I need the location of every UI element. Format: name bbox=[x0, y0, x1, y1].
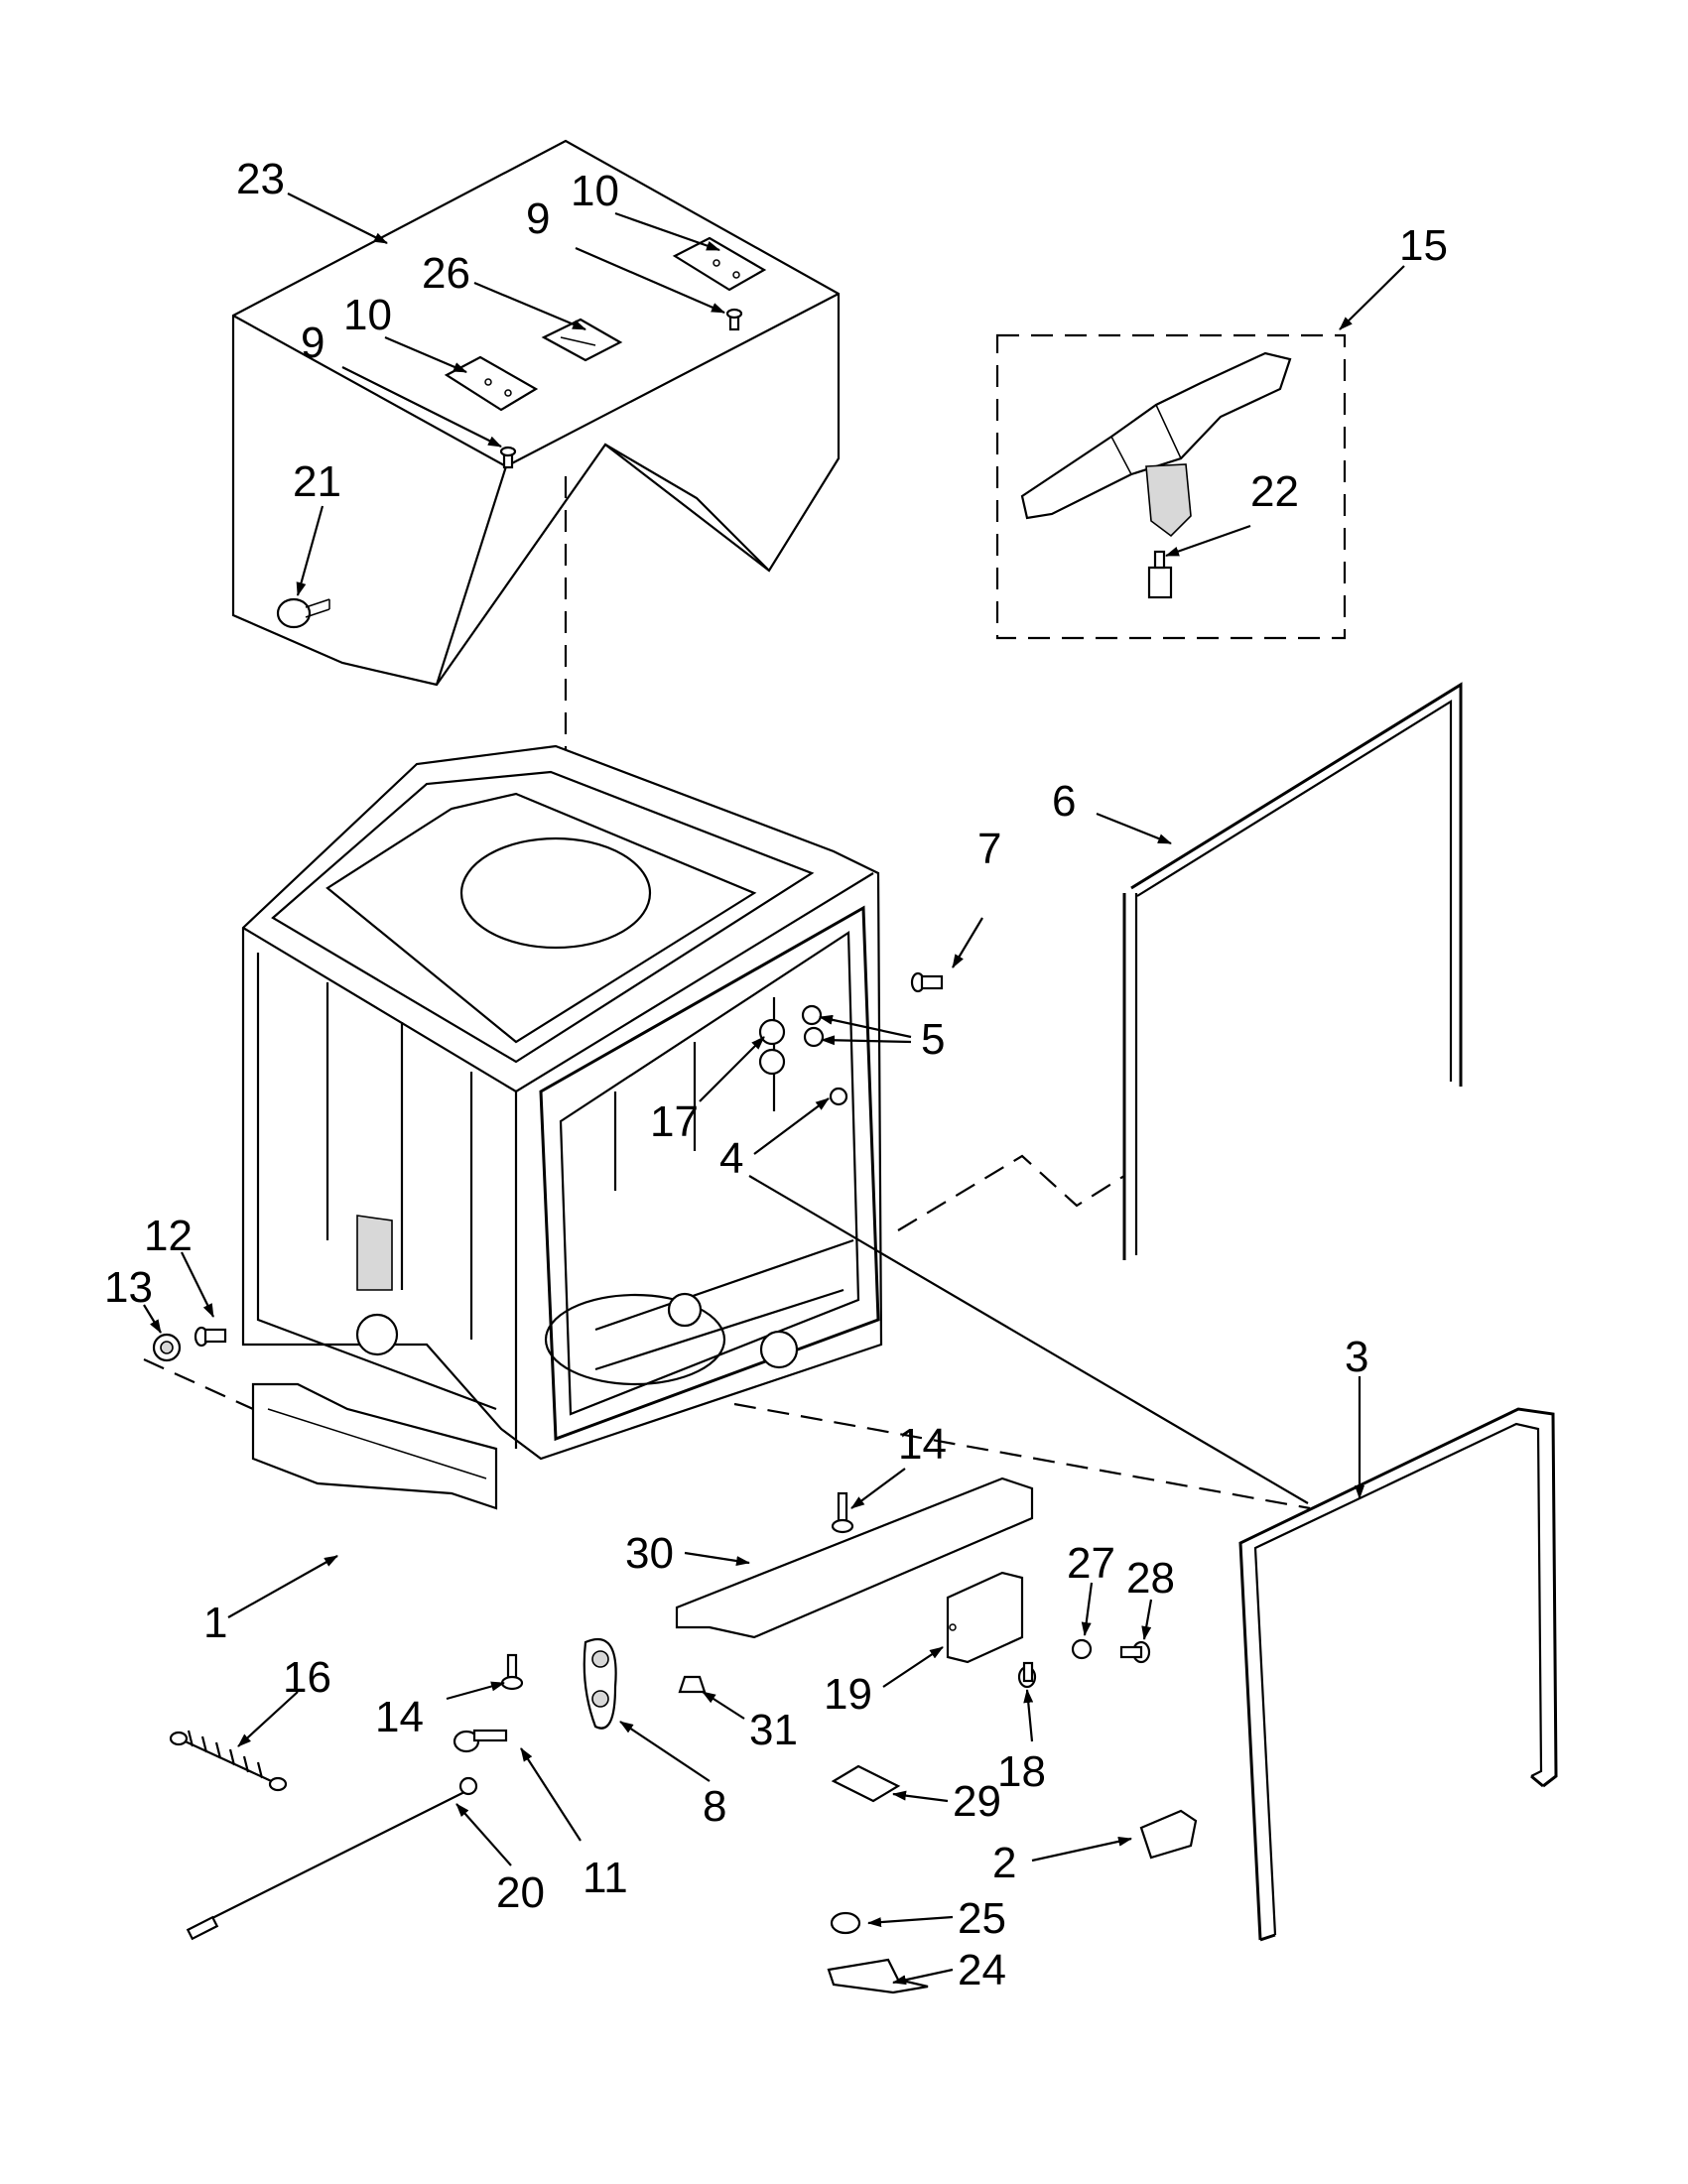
fitting-17 bbox=[758, 1018, 786, 1076]
callout-18: 18 bbox=[997, 1747, 1046, 1796]
callout-31: 31 bbox=[749, 1706, 798, 1754]
plug-4 bbox=[829, 1087, 848, 1106]
cable-20 bbox=[186, 1776, 478, 1941]
callout-27: 27 bbox=[1067, 1539, 1115, 1588]
bracket-screw-top bbox=[725, 308, 743, 331]
callout-16: 16 bbox=[283, 1653, 331, 1702]
insulation-blanket bbox=[231, 139, 841, 883]
callout-2: 2 bbox=[992, 1839, 1016, 1887]
callout-6: 6 bbox=[1052, 777, 1076, 826]
drain-hose-clip-8 bbox=[583, 1637, 617, 1730]
cap-25 bbox=[830, 1911, 861, 1935]
callout-14-right: 14 bbox=[898, 1420, 947, 1469]
leveling-leg-left bbox=[500, 1653, 524, 1691]
screw-12 bbox=[194, 1326, 227, 1348]
wheel-part bbox=[152, 1333, 182, 1362]
callout-1: 1 bbox=[203, 1599, 227, 1647]
clip-29 bbox=[831, 1764, 901, 1803]
screw-11 bbox=[453, 1729, 508, 1753]
spray-arm-assembly-box bbox=[995, 333, 1347, 640]
callout-28: 28 bbox=[1126, 1554, 1175, 1603]
strike-24 bbox=[827, 1958, 929, 1994]
hinge-2 bbox=[1139, 1809, 1198, 1860]
callout-30: 30 bbox=[625, 1529, 674, 1578]
bracket-19 bbox=[946, 1571, 1024, 1664]
spring-16 bbox=[169, 1730, 288, 1792]
callout-9-top: 9 bbox=[526, 194, 550, 243]
leveling-leg-right bbox=[831, 1491, 854, 1534]
callout-14-left: 14 bbox=[375, 1693, 424, 1741]
leader-line-tub-to-seal bbox=[748, 1175, 1309, 1504]
toe-panel-30 bbox=[675, 1477, 1034, 1639]
callout-22: 22 bbox=[1250, 467, 1299, 516]
callout-7: 7 bbox=[977, 825, 1001, 873]
leader-dash-tub-to-seal bbox=[733, 1402, 1311, 1510]
callout-24: 24 bbox=[958, 1946, 1006, 1994]
screw-7 bbox=[910, 971, 944, 993]
top-clip bbox=[541, 318, 623, 362]
screw-18 bbox=[1017, 1661, 1037, 1689]
callout-10-top: 10 bbox=[571, 167, 619, 215]
bracket-screw-left bbox=[499, 446, 517, 469]
callout-9-left: 9 bbox=[301, 319, 325, 367]
callout-12: 12 bbox=[144, 1212, 193, 1260]
mounting-bracket-left bbox=[444, 355, 539, 412]
leader-dash-left bbox=[143, 1357, 254, 1411]
callout-19: 19 bbox=[824, 1670, 872, 1719]
push-pin-fastener bbox=[276, 597, 330, 629]
leader-lines bbox=[143, 193, 1405, 1986]
callout-8: 8 bbox=[703, 1782, 726, 1831]
callout-3: 3 bbox=[1345, 1333, 1368, 1381]
callout-10-left: 10 bbox=[343, 291, 392, 339]
float-switch-part bbox=[1147, 550, 1173, 599]
callout-11: 11 bbox=[583, 1854, 628, 1902]
dishwasher-tub bbox=[241, 744, 883, 1510]
callout-15: 15 bbox=[1399, 221, 1448, 270]
mounting-bracket-top bbox=[672, 236, 767, 292]
tub-gasket bbox=[897, 682, 1463, 1260]
callout-23: 23 bbox=[236, 155, 285, 203]
plug-31 bbox=[678, 1675, 707, 1694]
callout-13: 13 bbox=[104, 1263, 153, 1312]
callout-5: 5 bbox=[921, 1015, 945, 1064]
door-seal bbox=[1238, 1407, 1558, 1942]
callout-20: 20 bbox=[496, 1868, 545, 1917]
callout-29: 29 bbox=[953, 1777, 1001, 1826]
callout-17: 17 bbox=[650, 1097, 699, 1146]
callout-labels: 1 2 3 4 5 6 7 8 9 9 10 10 11 12 13 14 14… bbox=[104, 155, 1448, 1994]
callout-21: 21 bbox=[293, 457, 341, 506]
callout-4: 4 bbox=[719, 1134, 743, 1183]
washer-27 bbox=[1071, 1638, 1093, 1660]
callout-26: 26 bbox=[422, 249, 470, 298]
callout-25: 25 bbox=[958, 1894, 1006, 1943]
screw-28 bbox=[1119, 1640, 1151, 1664]
